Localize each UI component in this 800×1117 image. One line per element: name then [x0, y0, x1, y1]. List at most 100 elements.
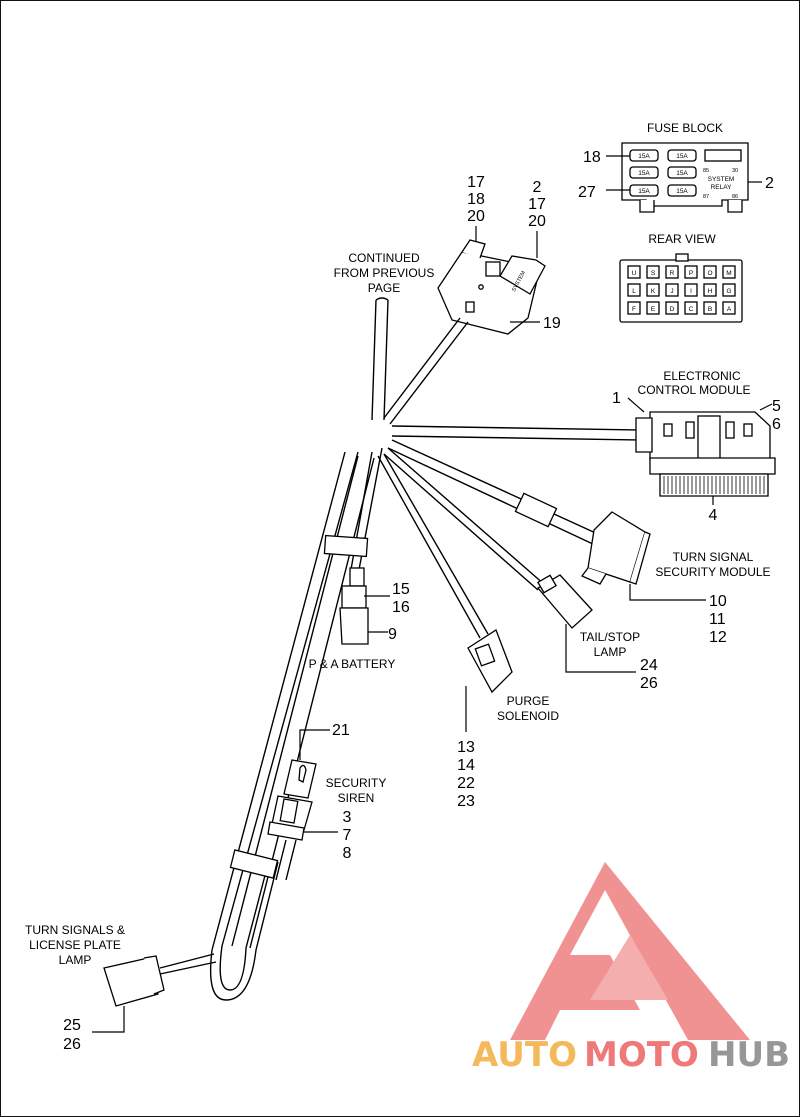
svg-text:TURN SIGNAL: TURN SIGNAL [673, 550, 754, 564]
watermark-hub: HUB [708, 1035, 790, 1075]
rear-view-pin [684, 301, 698, 315]
rear-view-pin [703, 283, 717, 297]
callout-18: 18 [467, 191, 485, 208]
svg-text:CONTINUED: CONTINUED [348, 251, 420, 265]
callout-22: 22 [457, 775, 475, 792]
rear-view-label: REAR VIEW [648, 232, 716, 246]
watermark-triangle [510, 862, 750, 1040]
svg-text:SIREN: SIREN [338, 791, 375, 805]
callout-25: 25 [63, 1017, 81, 1034]
turn-signal-lamp-connector: TURN SIGNALS & LICENSE PLATE LAMP 25 26 [25, 923, 165, 1053]
fuse-rating: 15A [676, 153, 688, 160]
svg-text:PURGE: PURGE [507, 694, 550, 708]
callout-2: 2 [533, 179, 542, 196]
fuse-holder-assembly: 17 18 20 2 17 20 SYSTEM 19 [437, 174, 561, 335]
rear-view-pin [646, 301, 660, 315]
callout-5: 5 [772, 398, 781, 415]
watermark-triangle-inner [590, 935, 668, 1000]
ecm-pin-row [663, 476, 765, 494]
callout-20: 20 [467, 208, 485, 225]
callout-10: 10 [709, 593, 727, 610]
svg-text:LICENSE PLATE: LICENSE PLATE [29, 938, 121, 952]
svg-text:SECURITY MODULE: SECURITY MODULE [655, 565, 770, 579]
svg-text:SOLENOID: SOLENOID [497, 709, 559, 723]
relay-pin: 86 [732, 194, 738, 200]
electronic-control-module: ELECTRONIC CONTROL MODULE 1 5 6 4 [612, 369, 781, 524]
fuse-block: FUSE BLOCK 15A 15A 15A 15A 15A 15A 85 30… [578, 121, 774, 213]
watermark-auto: AUTO [472, 1035, 577, 1075]
harness-wires [159, 297, 641, 1001]
rear-view-pin [665, 283, 679, 297]
battery-connector: 15 16 9 P & A BATTERY [309, 567, 410, 671]
callout-1: 1 [612, 390, 621, 407]
continued-label: CONTINUED FROM PREVIOUS PAGE [334, 251, 435, 295]
callout-9: 9 [388, 626, 397, 643]
relay-pin: 30 [732, 168, 738, 174]
rear-view-pin-letter: C [689, 306, 694, 313]
watermark-moto: MOTO [584, 1035, 699, 1075]
fuse-rating: 15A [676, 188, 688, 195]
callout-21: 21 [332, 722, 350, 739]
rear-view-pin-letter: S [651, 270, 656, 277]
rear-view-pin-letter: D [670, 306, 675, 313]
callout-17: 17 [467, 174, 485, 191]
svg-text:TURN SIGNALS &: TURN SIGNALS & [25, 923, 125, 937]
rear-view-pin-letter: H [708, 288, 713, 295]
relay-label: SYSTEM [708, 176, 735, 183]
rear-view-pin-letter: A [727, 306, 732, 313]
svg-text:FROM PREVIOUS: FROM PREVIOUS [334, 266, 435, 280]
svg-text:SECURITY: SECURITY [326, 776, 387, 790]
svg-text:ELECTRONIC: ELECTRONIC [663, 369, 741, 383]
callout-15: 15 [392, 581, 410, 598]
callout-18: 18 [583, 149, 601, 166]
rear-view-pin-letter: K [651, 288, 656, 295]
rear-view-pin [722, 301, 736, 315]
security-siren-connector: 21 SECURITY SIREN 3 7 8 [267, 722, 387, 862]
callout-19: 19 [543, 315, 561, 332]
system-relay: 85 30 SYSTEM RELAY 87 86 [703, 168, 738, 200]
purge-solenoid-connector: PURGE SOLENOID 13 14 22 23 [457, 629, 559, 810]
rear-view-pin-letter: O [707, 270, 712, 277]
rear-view-pin [627, 283, 641, 297]
rear-view-pin-letter: M [726, 270, 731, 277]
rear-view-pin-letter: J [670, 288, 673, 295]
svg-text:LAMP: LAMP [594, 645, 627, 659]
rear-view-pin [703, 265, 717, 279]
rear-view-pin-letter: G [726, 288, 731, 295]
relay-pin: 87 [703, 194, 709, 200]
tail-stop-lamp-connector: TAIL/STOP LAMP 24 26 [537, 574, 658, 692]
watermark-text: AUTO MOTO HUB [472, 1035, 790, 1075]
rear-view-pin [646, 283, 660, 297]
callout-6: 6 [772, 416, 781, 433]
fuse-block-label: FUSE BLOCK [647, 121, 723, 135]
svg-text:CONTROL MODULE: CONTROL MODULE [638, 383, 751, 397]
svg-text:PAGE: PAGE [368, 281, 400, 295]
rear-view-pin [646, 265, 660, 279]
callout-24: 24 [640, 657, 658, 674]
callout-3: 3 [343, 809, 352, 826]
turn-signal-security-module: TURN SIGNAL SECURITY MODULE 10 11 12 [580, 511, 771, 646]
fuse-rating: 15A [638, 188, 650, 195]
callout-14: 14 [457, 757, 475, 774]
watermark-logo [510, 862, 750, 1040]
callout-8: 8 [343, 845, 352, 862]
rear-view-pin-letter: E [651, 306, 656, 313]
callout-20: 20 [528, 213, 546, 230]
fuse-rating: 15A [638, 153, 650, 160]
callout-2: 2 [765, 175, 774, 192]
rear-view-pin [722, 283, 736, 297]
callout-26: 26 [640, 675, 658, 692]
svg-text:TAIL/STOP: TAIL/STOP [580, 630, 640, 644]
fuse-rating: 15A [638, 170, 650, 177]
callout-4: 4 [709, 507, 718, 524]
callout-23: 23 [457, 793, 475, 810]
callout-7: 7 [343, 827, 352, 844]
rear-view-pin-letter: L [632, 288, 636, 295]
fuse-rating: 15A [676, 170, 688, 177]
rear-view-pin-letter: P [689, 270, 693, 277]
callout-16: 16 [392, 599, 410, 616]
relay-pin: 85 [703, 168, 709, 174]
callout-26: 26 [63, 1036, 81, 1053]
rear-view-pin [722, 265, 736, 279]
